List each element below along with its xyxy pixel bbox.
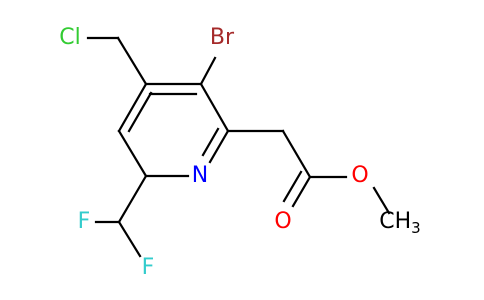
ch3-main: CH	[379, 209, 411, 234]
ch3-subscript: 3	[411, 219, 421, 237]
bond-c3-br	[199, 56, 217, 86]
bond-ch2-carbonyl	[281, 129, 312, 179]
bond-c3-c2	[199, 82, 230, 133]
bond-oester-ch3	[372, 186, 391, 215]
bond-c6-c5	[117, 129, 148, 178]
bond-carbonyl-o	[291, 175, 312, 208]
atom-br: Br	[210, 25, 235, 50]
atom-o-carbonyl: O	[274, 209, 291, 234]
atom-ch3: CH3	[379, 209, 420, 237]
atom-n: N	[192, 163, 208, 188]
bond-chf2-f-bottom	[117, 220, 142, 258]
bond-carbonyl-o-double	[282, 170, 303, 203]
bond-c5-c4-double	[127, 91, 153, 133]
atom-cl: Cl	[59, 25, 80, 50]
bond-c5-c4	[117, 82, 148, 133]
atom-f-bottom: F	[142, 255, 155, 280]
bond-c6-chf2	[117, 174, 148, 224]
bonds	[86, 36, 391, 258]
bond-c2-n	[208, 129, 230, 164]
atom-labels: Cl Br N O O F F CH3	[59, 25, 420, 280]
atom-o-ester: O	[351, 163, 368, 188]
atom-f-top: F	[78, 209, 91, 234]
bond-c2-n-double	[201, 127, 220, 157]
bond-ch2-c4	[116, 36, 148, 86]
